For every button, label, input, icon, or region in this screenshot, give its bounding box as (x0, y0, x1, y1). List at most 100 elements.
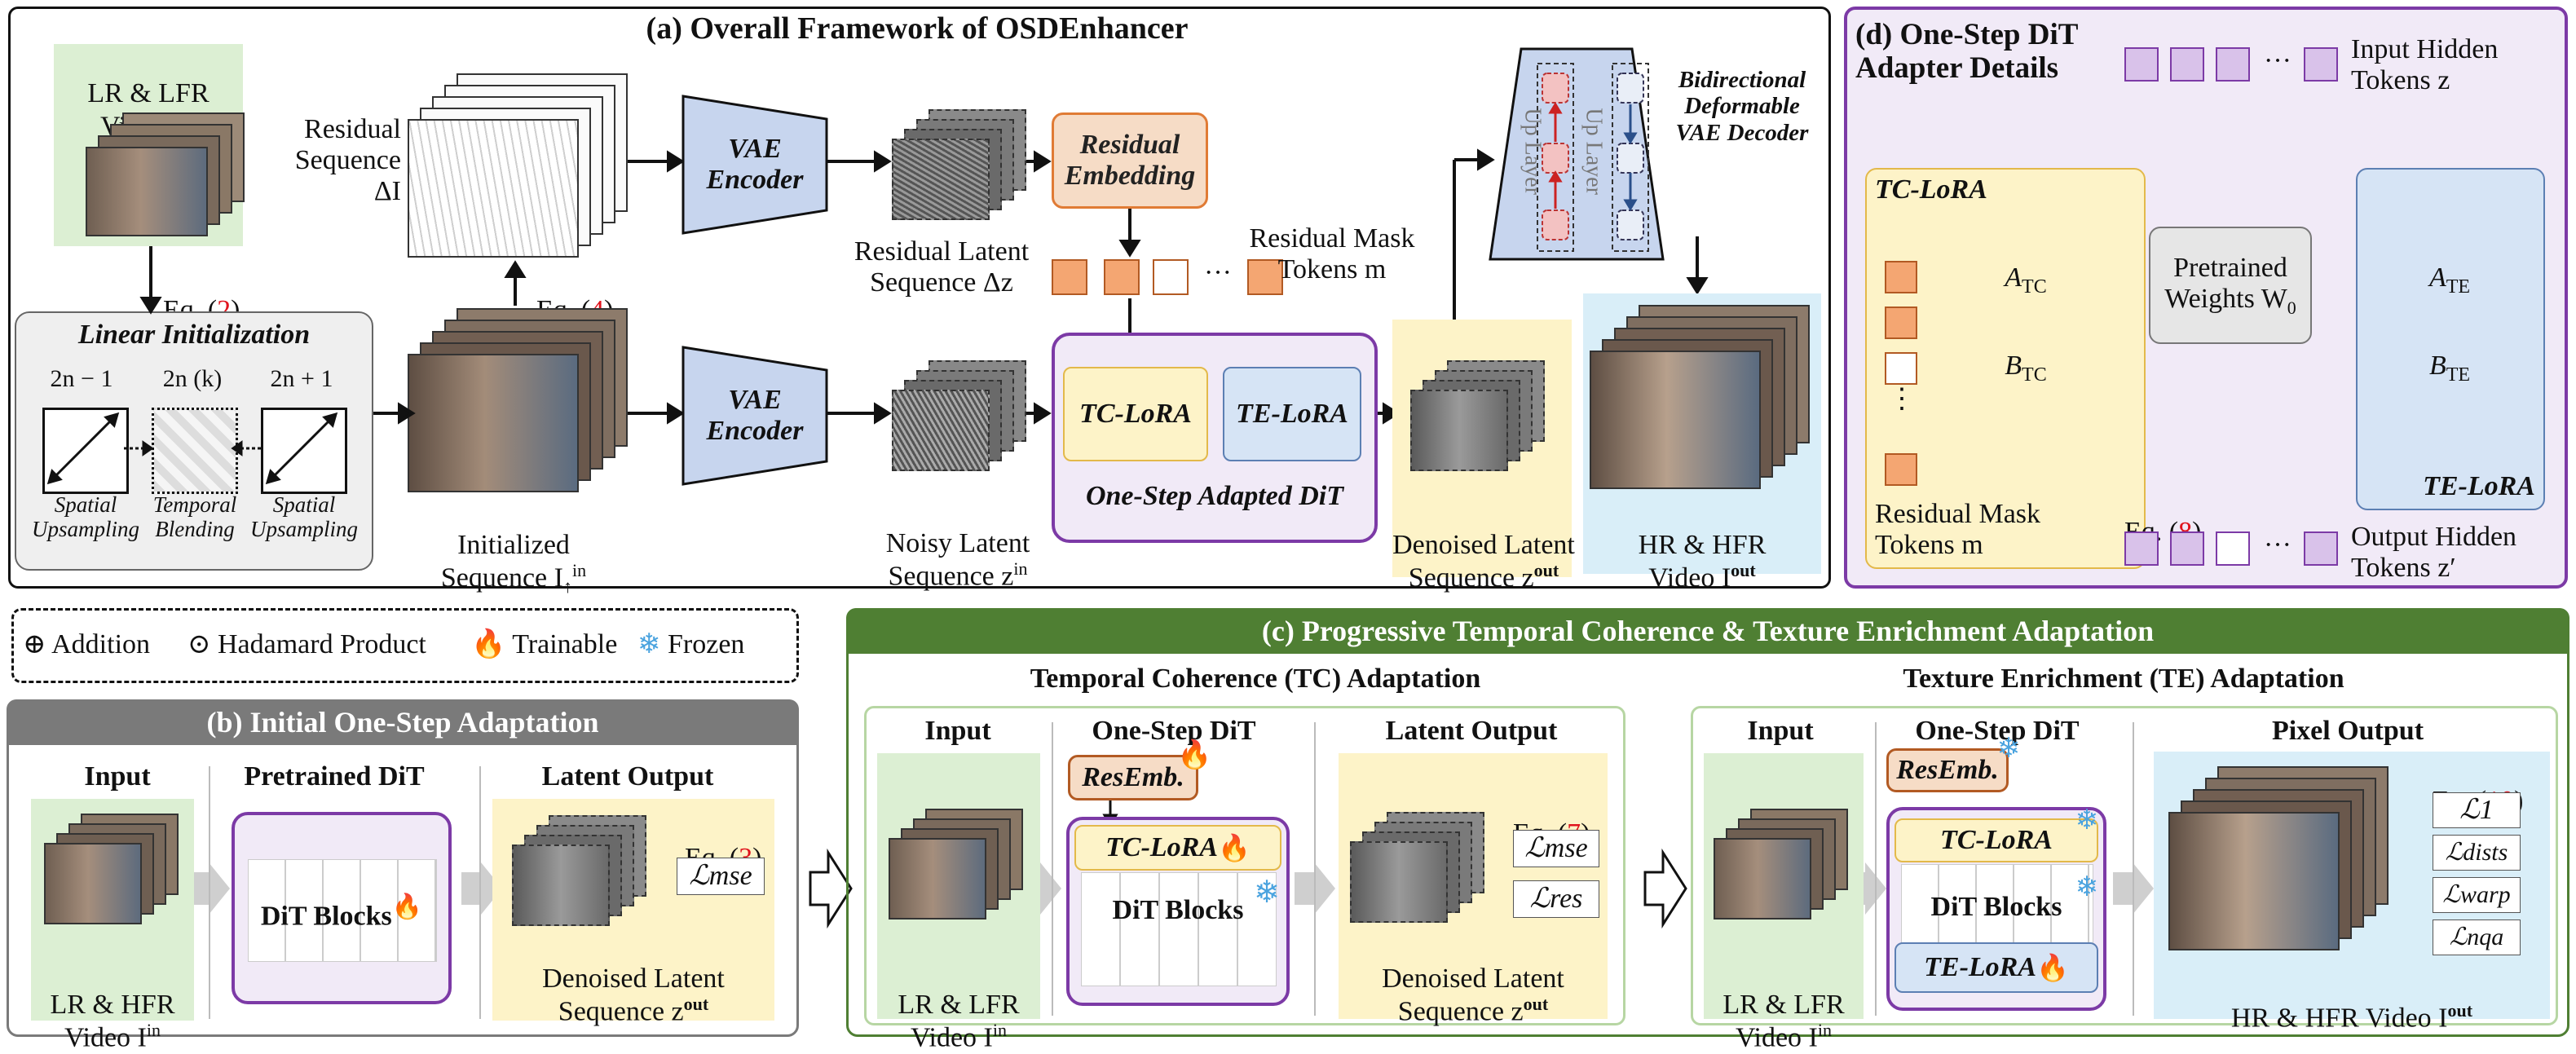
te-loss-dists: ℒdists (2433, 835, 2521, 871)
up-layer-2: Up Layer (1581, 108, 1607, 195)
te-lora-box-a: TE-LoRA (1223, 367, 1361, 461)
tc-input-heading: Input (924, 716, 991, 746)
panel-b-pretrained-heading: Pretrained DiT (244, 761, 425, 792)
te-input-heading: Input (1747, 716, 1814, 746)
vae-encoder-top-shape (681, 95, 828, 235)
output-hidden-label: Output Hidden Tokens z′ (2351, 522, 2517, 584)
te-loss-1: ℒ1 (2433, 792, 2521, 828)
tc-subpanel (864, 706, 1625, 1025)
te-pixel-label: HR & HFR Video Iout (2230, 1000, 2473, 1034)
idx-mid: 2n (k) (162, 365, 223, 392)
tc-dit-heading: One-Step DiT (1092, 716, 1256, 746)
te-divider-1 (1875, 722, 1877, 1016)
idx-right: 2n + 1 (270, 365, 333, 392)
tc-divider-1 (1052, 722, 1053, 1016)
mask-token-dots: ··· (1204, 258, 1232, 288)
mask-token-1 (1052, 259, 1087, 295)
d-residual-mask-label: Residual Mask Tokens m (1875, 499, 2041, 561)
flame-icon: 🔥 (391, 893, 423, 920)
te-lora-panel-title: TE-LoRA (2423, 471, 2535, 501)
te-subpanel (1691, 706, 2558, 1025)
panel-b-latent-heading: Latent Output (541, 761, 714, 792)
te-dit-heading: One-Step DiT (1915, 716, 2080, 746)
d-mask-token-4 (1885, 453, 1917, 486)
tc-dit-columns (1081, 872, 1277, 986)
out-token-1 (2124, 531, 2159, 566)
tc-dit-snowflake-icon: ❄ (1254, 875, 1280, 910)
snowflake-icon: ❄ (637, 629, 661, 659)
d-mask-token-1 (1885, 261, 1917, 293)
tc-adaptation-title: Temporal Coherence (TC) Adaptation (1030, 664, 1481, 694)
te-dit-tc-lora: TC-LoRA (1895, 818, 2098, 862)
spatial-upsampling-left: Spatial Upsampling (31, 492, 139, 542)
tc-divider-2 (1314, 722, 1316, 1016)
tc-latent-heading: Latent Output (1385, 716, 1558, 746)
te-loss-warp: ℒwarp (2433, 877, 2521, 913)
panel-b-divider-2 (479, 766, 481, 1019)
te-lora-panel (2356, 168, 2545, 510)
tc-loss-mse: ℒmse (1513, 830, 1599, 867)
in-token-3 (2216, 47, 2250, 82)
te-dit-columns (1901, 864, 2093, 947)
b-te-label: BTE (2428, 351, 2471, 386)
d-mask-token-3 (1885, 352, 1917, 385)
tc-lora-box-a: TC-LoRA (1063, 367, 1208, 461)
out-token-2 (2170, 531, 2204, 566)
tc-denoised-label: Denoised Latent Sequence zout (1382, 964, 1564, 1027)
te-resemb-snowflake-icon: ❄ (1996, 734, 2021, 764)
panel-b-denoised-label: Denoised Latent Sequence zout (542, 964, 725, 1027)
panel-b-input-heading: Input (84, 761, 151, 792)
tc-lora-panel-title: TC-LoRA (1875, 174, 1987, 205)
panel-d-title: (d) One-Step DiT Adapter Details (1855, 18, 2079, 86)
te-loss-nqa: ℒnqa (2433, 919, 2521, 955)
flame-icon: 🔥 (1218, 833, 1251, 862)
flame-icon: 🔥 (471, 629, 506, 659)
te-tc-snowflake-icon: ❄ (2075, 805, 2099, 836)
legend-trainable: 🔥 Trainable (471, 629, 618, 659)
tc-dit-tc-lora: TC-LoRA🔥 (1074, 825, 1281, 871)
decoder-label: Bidirectional Deformable VAE Decoder (1675, 67, 1809, 146)
residual-mask-tokens-label: Residual Mask Tokens m (1249, 223, 1415, 285)
in-token-dots: ··· (2264, 46, 2291, 76)
legend-hadamard: ⊙ Hadamard Product (187, 629, 426, 659)
d-mask-dots: ⋮ (1888, 384, 1916, 414)
panel-b-dit-columns (248, 859, 437, 962)
te-video-label: LR & LFR Video Iin (1722, 990, 1845, 1053)
mask-token-4 (1247, 259, 1283, 295)
vae-encoder-bottom-label: VAE Encoder (706, 385, 804, 447)
decoder-col-2 (1612, 63, 1649, 252)
residual-sequence-label: Residual Sequence ΔI (294, 114, 401, 207)
b-tc-label: BTC (2005, 351, 2047, 386)
legend-frozen: ❄ Frozen (637, 629, 745, 659)
tc-loss-res: ℒres (1513, 880, 1599, 918)
a-te-label: ATE (2428, 262, 2471, 298)
idx-left: 2n − 1 (50, 365, 113, 392)
linear-init-title: Linear Initialization (77, 320, 311, 350)
pretrained-weights-box: Pretrained Weights W0 (2149, 227, 2312, 344)
flame-icon: 🔥 (2036, 953, 2069, 982)
out-token-3 (2216, 531, 2250, 566)
denoised-latent-label: Denoised Latent Sequence zout (1392, 530, 1575, 593)
panel-a (8, 7, 1831, 589)
input-hidden-label: Input Hidden Tokens z (2351, 34, 2499, 96)
te-dit-te-lora: TE-LoRA🔥 (1895, 942, 2098, 993)
decoder-col-1 (1537, 63, 1574, 252)
residual-latent-label: Residual Latent Sequence Δz (854, 236, 1030, 298)
noisy-latent-label: Noisy Latent Sequence zin (885, 528, 1030, 592)
out-token-4 (2304, 531, 2338, 566)
mask-token-2 (1104, 259, 1140, 295)
initialized-sequence-label: Initialized Sequence I↑in (440, 530, 587, 598)
mask-token-3 (1153, 259, 1189, 295)
in-token-4 (2304, 47, 2338, 82)
panel-b-loss-mse: ℒmse (677, 858, 765, 895)
panel-a-title: (a) Overall Framework of OSDEnhancer (646, 11, 1189, 46)
te-adaptation-title: Texture Enrichment (TE) Adaptation (1903, 664, 2344, 694)
vae-encoder-bottom-shape (681, 346, 828, 486)
tc-resemb-box: ResEmb. (1068, 755, 1198, 800)
a-tc-label: ATC (2005, 262, 2047, 298)
legend-addition: ⊕ Addition (23, 629, 151, 659)
te-dit-blocks: DiT Blocks (1930, 892, 2062, 922)
panel-b-dit-blocks: DiT Blocks🔥 (260, 893, 423, 932)
te-resemb-box: ResEmb. (1886, 748, 2009, 792)
vae-encoder-top-label: VAE Encoder (706, 134, 804, 196)
